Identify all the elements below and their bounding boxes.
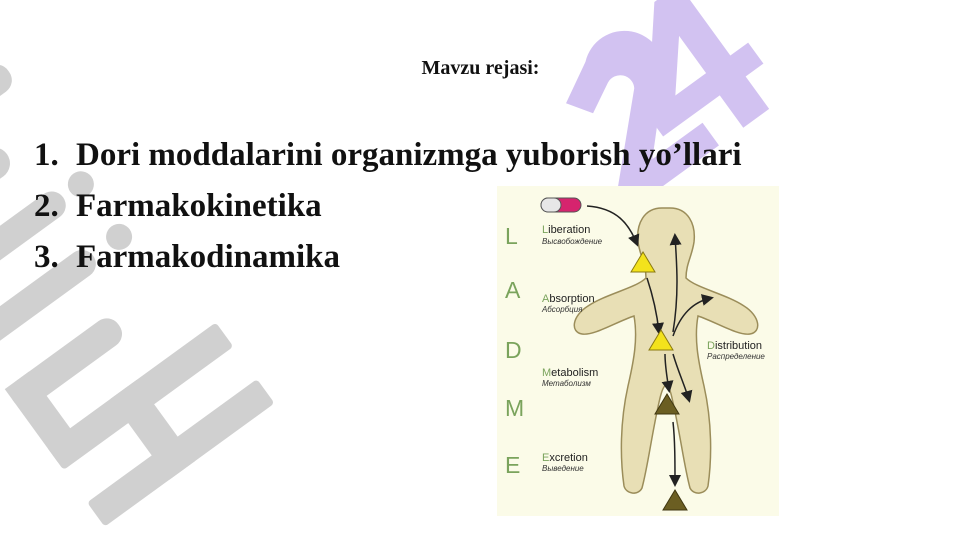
- topic-number: 2.: [34, 188, 59, 224]
- triangle-icon: [654, 393, 680, 415]
- stage-label-distribution-ru: Распределение: [707, 352, 765, 361]
- topic-number: 1.: [34, 137, 59, 173]
- stage-label-liberation: Liberation: [542, 224, 590, 236]
- topic-list: 1. Dori moddalarini organizmga yuborish y…: [34, 130, 742, 283]
- ladme-letter: L: [505, 223, 518, 249]
- topic-text: Dori moddalarini organizmga yuborish yo’…: [76, 137, 742, 173]
- ladme-letter: D: [505, 337, 522, 363]
- flow-arrows: [586, 205, 714, 487]
- stage-label-absorption: Absorption: [542, 293, 595, 305]
- stage-label-metabolism-ru: Метаболизм: [542, 379, 591, 388]
- stage-label-absorption-ru: Абсорбция: [541, 305, 583, 314]
- triangle-icon: [630, 251, 656, 273]
- triangle-icon: [662, 489, 688, 511]
- topic-number: 3.: [34, 239, 59, 275]
- triangle-icon: [648, 329, 674, 351]
- ladme-letter: E: [505, 452, 520, 478]
- stage-label-metabolism: Metabolism: [542, 367, 598, 379]
- stage-label-excretion-ru: Выведение: [542, 464, 584, 473]
- topic-item: 1. Dori moddalarini organizmga yuborish y…: [34, 130, 742, 181]
- topic-item: 3. Farmakodinamika: [34, 232, 742, 283]
- ladme-letter: M: [505, 395, 524, 421]
- slide-title: Mavzu rejasi:: [421, 57, 540, 79]
- topic-text: Farmakokinetika: [76, 188, 322, 224]
- stage-label-liberation-ru: Высвобождение: [542, 237, 603, 246]
- stage-label-distribution: Distribution: [707, 340, 762, 352]
- topic-item: 2. Farmakokinetika: [34, 181, 742, 232]
- ladme-diagram: L A D M E Liberation Высвобождение Absor…: [497, 186, 779, 516]
- ladme-letter: A: [505, 277, 521, 303]
- pill-icon: [540, 197, 582, 213]
- topic-text: Farmakodinamika: [76, 239, 341, 275]
- stage-label-excretion: Excretion: [542, 452, 588, 464]
